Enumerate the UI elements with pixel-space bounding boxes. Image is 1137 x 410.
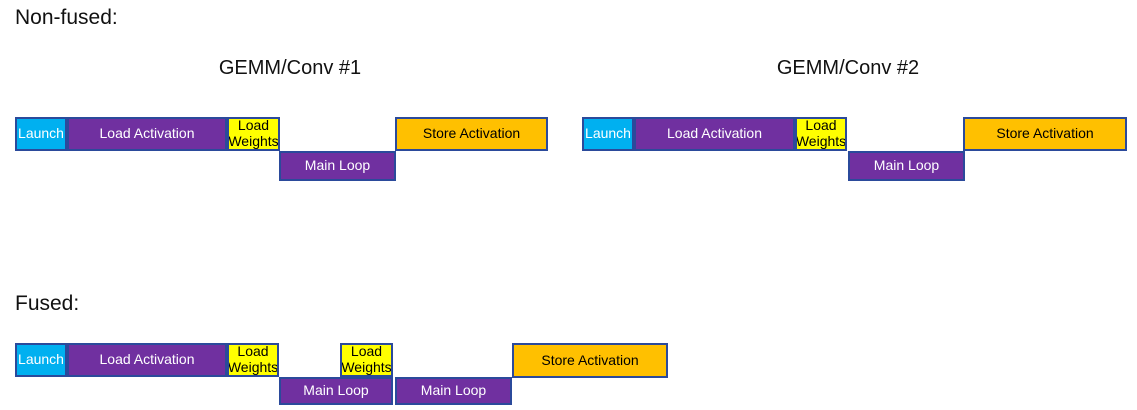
fused-load-weights-1-block: Load Weights [227, 343, 279, 377]
fused-load-weights-2-block: Load Weights [340, 343, 393, 377]
group-title-gemm-conv-1: GEMM/Conv #1 [218, 57, 362, 79]
nonfused1-launch-block: Launch [15, 117, 67, 151]
section-title-nonfused: Non-fused: [15, 6, 118, 29]
nonfused2-launch-block: Launch [582, 117, 634, 151]
nonfused1-main-loop-block: Main Loop [279, 151, 396, 181]
fused-launch-block: Launch [15, 343, 67, 377]
fused-main-loop-1-block: Main Loop [279, 377, 393, 405]
nonfused1-load-weights-block: Load Weights [227, 117, 280, 151]
fused-main-loop-2-block: Main Loop [395, 377, 512, 405]
nonfused1-store-activation-block: Store Activation [395, 117, 548, 151]
fused-load-activation-block: Load Activation [67, 343, 227, 377]
fused-store-activation-block: Store Activation [512, 343, 668, 378]
section-title-fused: Fused: [15, 292, 80, 315]
group-title-gemm-conv-2: GEMM/Conv #2 [776, 57, 920, 79]
nonfused2-load-activation-block: Load Activation [634, 117, 795, 151]
nonfused2-main-loop-block: Main Loop [848, 151, 965, 181]
nonfused2-load-weights-block: Load Weights [795, 117, 847, 151]
nonfused1-load-activation-block: Load Activation [67, 117, 227, 151]
nonfused2-store-activation-block: Store Activation [963, 117, 1127, 151]
